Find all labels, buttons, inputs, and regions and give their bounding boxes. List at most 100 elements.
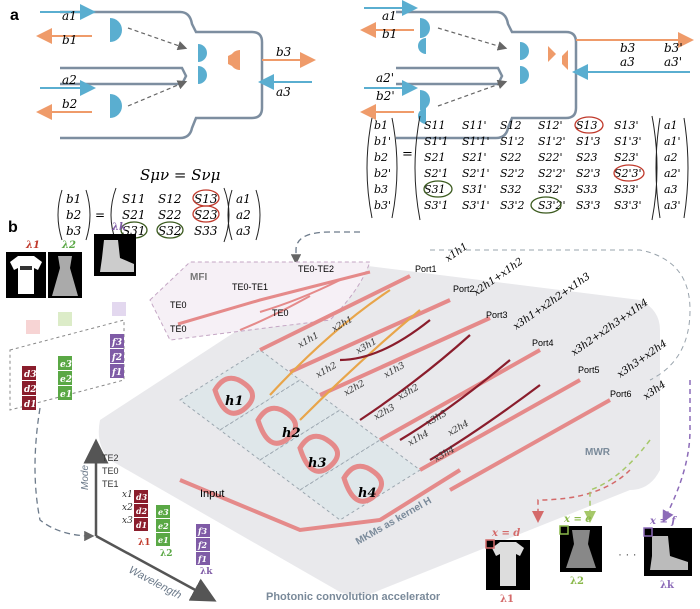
right-lhs-3: b2' (374, 167, 391, 180)
port-4: Port4 (532, 338, 554, 348)
input-image-dress (48, 252, 82, 298)
axis-vec-label-f-2: f1 (197, 554, 207, 564)
right-matrix-cell-1-3: S1'2' (538, 135, 566, 148)
right-lhs-5: b3' (374, 199, 391, 212)
vector-f-label-1: f2 (111, 353, 122, 363)
right-matrix-cell-2-5: S23' (614, 151, 639, 164)
output-eq-1: x = e (563, 514, 592, 525)
axis-vec-f-1 (196, 538, 210, 551)
right-matrix-cell-4-4: S33 (576, 183, 598, 196)
right-matrix-cell-0-0: S11 (424, 119, 446, 132)
mfi-box: MFI TE0-TE2 TE0-TE1 TE0 TE0 TE0 (149, 261, 371, 341)
right-rhs-4: a3 (664, 183, 678, 196)
highlight-right-s31 (423, 180, 453, 198)
right-matrix-cell-5-1: S3'1' (462, 199, 490, 212)
right-port-a3p: a3' (664, 55, 682, 69)
output-eq-0: x = d (491, 528, 520, 539)
output-arrow-f (662, 380, 691, 523)
right-lhs-2: b2 (374, 151, 388, 164)
right-matrix-cell-3-5: S2'3' (614, 167, 642, 180)
right-matrix-cell-1-4: S1'3 (576, 135, 601, 148)
right-matrix-cell-0-1: S11' (462, 119, 487, 132)
right-rhs-5: a3' (664, 199, 681, 212)
right-splitter-2 (420, 90, 430, 110)
axis-vec-label-d-2: d1 (136, 520, 147, 530)
vector-f-label-0: f3 (111, 338, 122, 348)
right-port-b3p: b3' (664, 41, 683, 55)
mfi-label-te0-a: TE0 (170, 300, 187, 310)
right-port-b1: b1 (382, 27, 397, 41)
mwr-label: MWR (585, 447, 611, 458)
left-rhs-2: a3 (236, 224, 251, 238)
left-lhs-2: b3 (66, 224, 82, 238)
output-lambda-1: λ2 (570, 576, 584, 587)
axis-vec-f-0 (196, 524, 210, 537)
right-lhs-4: b3 (374, 183, 388, 196)
right-matrix-cell-2-4: S23 (576, 151, 598, 164)
output-splitter-shape-2 (228, 50, 240, 70)
axis-vec-label-d-1: d2 (136, 506, 148, 516)
vector-f-label-2: f1 (111, 368, 122, 378)
right-rhs-3: a2' (664, 167, 681, 180)
left-matrix-cell-1-1: S22 (158, 208, 182, 222)
right-matrix-cell-5-0: S3'1 (424, 199, 449, 212)
axis-mode-te1: TE1 (102, 479, 119, 489)
mfi-label-te0-te1: TE0-TE1 (232, 282, 268, 292)
panel-a-label: a (10, 7, 19, 24)
axis-vec-label-f-1: f2 (197, 540, 207, 550)
input-lambda-k: λk (111, 222, 126, 233)
vector-f: f3 f2 f1 (110, 334, 124, 378)
vector-e-box-2 (58, 386, 72, 400)
chip-platform (98, 264, 660, 596)
left-matrix-cell-0-2: S13 (194, 192, 218, 206)
right-lhs-1: b1' (374, 135, 391, 148)
vector-d-label-0: d3 (24, 370, 37, 380)
port-label-b3: b3 (276, 45, 292, 59)
right-matrix-cell-4-2: S32 (500, 183, 522, 196)
axis-x1: x1 (122, 490, 133, 500)
output-lambda-2: λk (660, 580, 675, 591)
axis-vec-e-1 (156, 519, 170, 532)
axis-wavelength-label: Wavelength (127, 564, 184, 602)
panel-connector-arrow (290, 231, 360, 265)
left-matrix-cell-1-2: S23 (194, 208, 218, 222)
axis-vec-label-e-0: e3 (158, 507, 169, 517)
combiner-shape-2 (198, 66, 207, 84)
axis-vec-d-0 (134, 490, 148, 503)
vector-d-box-1 (22, 381, 36, 395)
port-2: Port2 (453, 284, 475, 294)
mfi-label-te0-te2: TE0-TE2 (298, 264, 334, 274)
input-image-boot (94, 234, 136, 276)
port-1: Port1 (415, 264, 437, 274)
right-splitter-1b (418, 38, 426, 54)
vector-e-label-2: e1 (60, 390, 72, 400)
axis-lambda-2: λ2 (160, 549, 173, 559)
input-label: Input (200, 488, 224, 500)
axis-x2: x2 (122, 503, 133, 513)
left-matrix-cell-0-1: S12 (158, 192, 182, 206)
vector-e-box-1 (58, 371, 72, 385)
right-matrix-cell-1-1: S1'1' (462, 135, 490, 148)
right-matrix-cell-2-3: S22' (538, 151, 563, 164)
output-lambda-0: λ1 (500, 594, 514, 605)
axis-vec-label-e-2: e1 (158, 535, 169, 545)
right-dashed-arrow-1 (437, 27, 508, 51)
axis-lambda-k: λk (200, 567, 213, 577)
port-output-1: x1h1 (443, 241, 470, 264)
axis-mode-te0: TE0 (102, 466, 119, 476)
mfi-label-te0-c: TE0 (272, 308, 289, 318)
right-rhs-1: a1' (664, 135, 681, 148)
kernel-h2: h2 (282, 426, 301, 441)
right-matrix-cell-4-1: S31' (462, 183, 487, 196)
kernel-h1: h1 (225, 394, 244, 409)
left-lhs-0: b1 (66, 192, 81, 206)
right-output-splitter-2 (562, 50, 568, 70)
